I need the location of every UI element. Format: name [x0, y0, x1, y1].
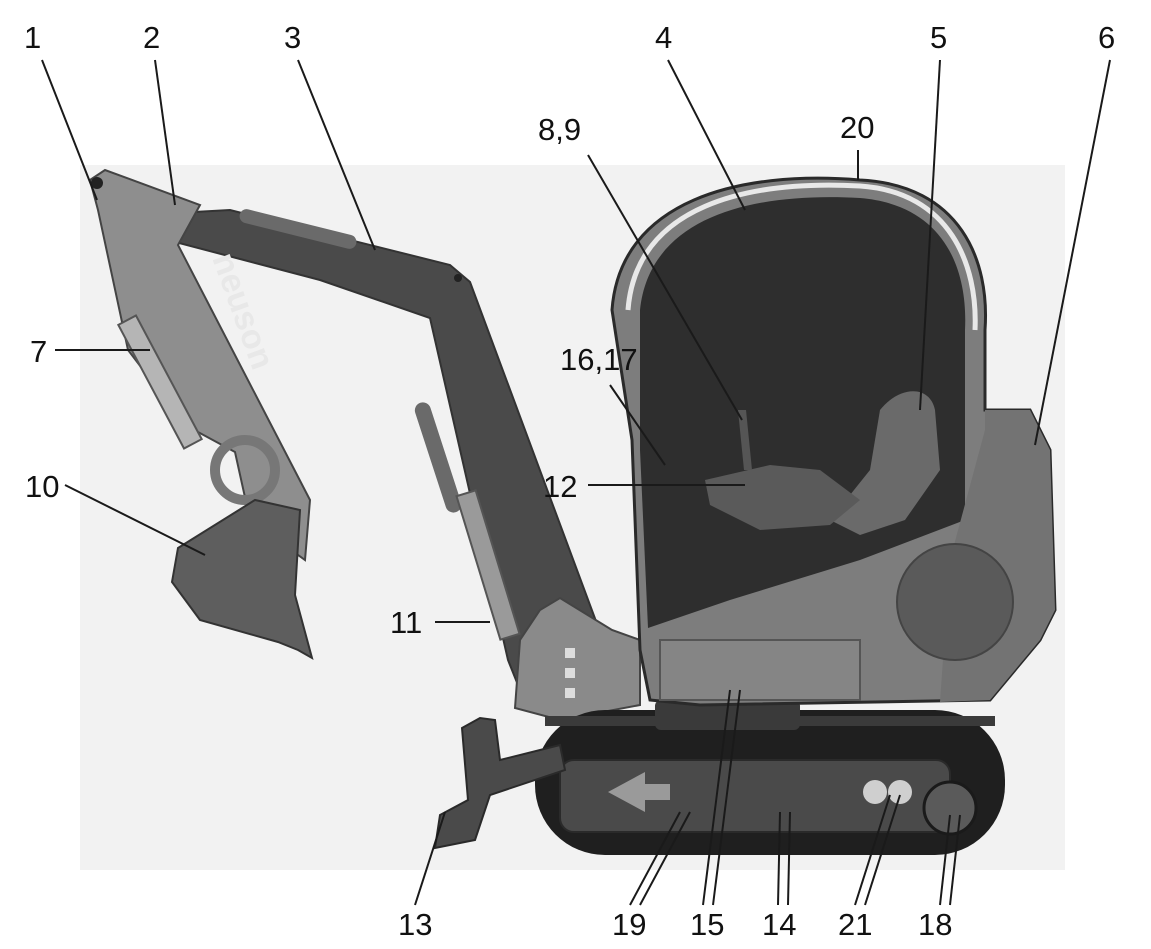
- callout-10: 10: [25, 469, 59, 504]
- leader-2: [154, 59, 176, 206]
- leader-18b: [949, 814, 961, 906]
- leader-4: [667, 59, 746, 211]
- callout-19: 19: [612, 907, 646, 942]
- cab: [610, 176, 1057, 707]
- drive-sprocket: [922, 780, 978, 836]
- callout-13: 13: [398, 907, 432, 942]
- callout-12: 12: [543, 469, 577, 504]
- leader-6: [1034, 59, 1111, 446]
- callout-7: 7: [30, 334, 47, 369]
- leader-21a: [854, 794, 891, 906]
- boom-cylinder: [455, 489, 521, 641]
- callout-20: 20: [840, 110, 874, 145]
- callout-11: 11: [390, 605, 422, 640]
- leader-lines: [41, 59, 1111, 906]
- leader-10: [64, 484, 206, 556]
- callout-2: 2: [143, 20, 160, 55]
- callout-4: 4: [655, 20, 672, 55]
- leader-13: [414, 811, 446, 906]
- leader-89: [587, 154, 743, 421]
- track: [535, 710, 1005, 855]
- engine-grille: [896, 543, 1014, 661]
- bucket: [170, 498, 314, 661]
- step-panel: [659, 639, 861, 701]
- roller-left: [863, 780, 887, 804]
- control-lever: [738, 410, 752, 470]
- callout-15: 15: [690, 907, 724, 942]
- leader-15a: [702, 689, 731, 906]
- bucket-linkage: [210, 435, 280, 505]
- callout-5: 5: [930, 20, 947, 55]
- leader-3: [297, 59, 376, 251]
- callout-labels: 1 2 3 4 5 6 7 8,9 10 11 12 13 14 15 16,1…: [24, 20, 1115, 942]
- callout-1: 1: [24, 20, 41, 55]
- callout-6: 6: [1098, 20, 1115, 55]
- cab-frame-highlight: [625, 182, 978, 331]
- leader-1: [41, 59, 98, 201]
- leader-15b: [712, 689, 741, 906]
- callout-18: 18: [918, 907, 952, 942]
- swing-bracket: [513, 596, 641, 722]
- leader-19b: [639, 811, 691, 906]
- leader-18a: [939, 814, 951, 906]
- leader-21b: [864, 794, 901, 906]
- callout-3: 3: [284, 20, 301, 55]
- bucket-cylinder: [116, 314, 204, 450]
- leader-14b: [787, 811, 791, 906]
- leader-1617: [609, 384, 666, 466]
- callout-1617: 16,17: [560, 342, 638, 377]
- callout-89: 8,9: [538, 112, 581, 147]
- control-console: [705, 465, 860, 530]
- track-arrow: [608, 772, 670, 812]
- leader-14a: [777, 811, 781, 906]
- roller-right: [888, 780, 912, 804]
- callout-14: 14: [762, 907, 796, 942]
- callout-21: 21: [838, 907, 872, 942]
- leader-5: [919, 59, 941, 411]
- leader-19a: [629, 811, 681, 906]
